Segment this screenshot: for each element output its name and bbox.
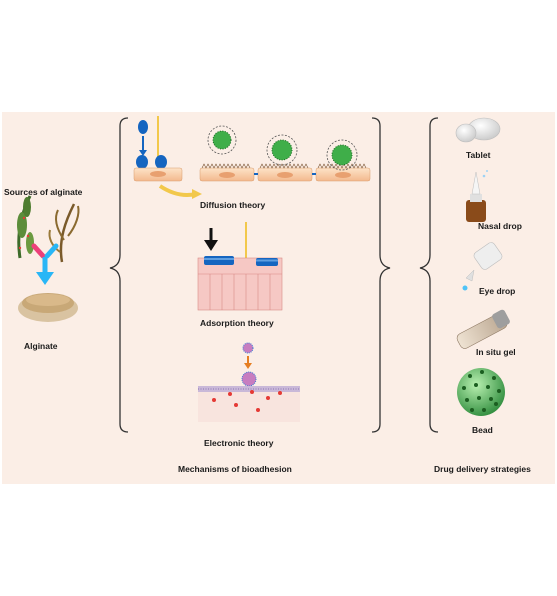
eye-drop-label: Eye drop [479,286,516,296]
alginate-powder-dish [18,293,78,322]
eye-drop-icon [462,242,503,291]
left-brace [109,117,129,433]
right-brace [371,117,391,433]
sources-title: Sources of alginate [4,187,83,197]
tablet-label: Tablet [466,150,491,160]
adsorption-theory-graphic [197,222,283,311]
polymer-particle [207,125,237,155]
nasal-drop-label: Nasal drop [478,221,522,231]
diffusion-theory-label: Diffusion theory [200,200,266,210]
electronic-theory-label: Electronic theory [204,438,274,448]
algae-illustration [17,195,80,263]
adsorption-theory-label: Adsorption theory [200,318,274,328]
bead-icon [457,368,505,416]
polymer-particle [266,134,298,166]
strategies-caption: Drug delivery strategies [434,464,531,474]
conversion-arrows [31,243,59,285]
diffusion-theory-graphic [133,116,371,199]
nasal-drop-icon [466,170,488,222]
bead-label: Bead [472,425,493,435]
polymer-particle [326,139,358,171]
in-situ-gel-label: In situ gel [476,347,516,357]
strategies-brace [419,117,439,433]
tablet-icon [455,117,501,143]
electronic-theory-graphic [198,342,300,422]
in-situ-gel-icon [456,309,510,349]
mechanisms-caption: Mechanisms of bioadhesion [178,464,292,474]
alginate-label: Alginate [24,341,58,351]
